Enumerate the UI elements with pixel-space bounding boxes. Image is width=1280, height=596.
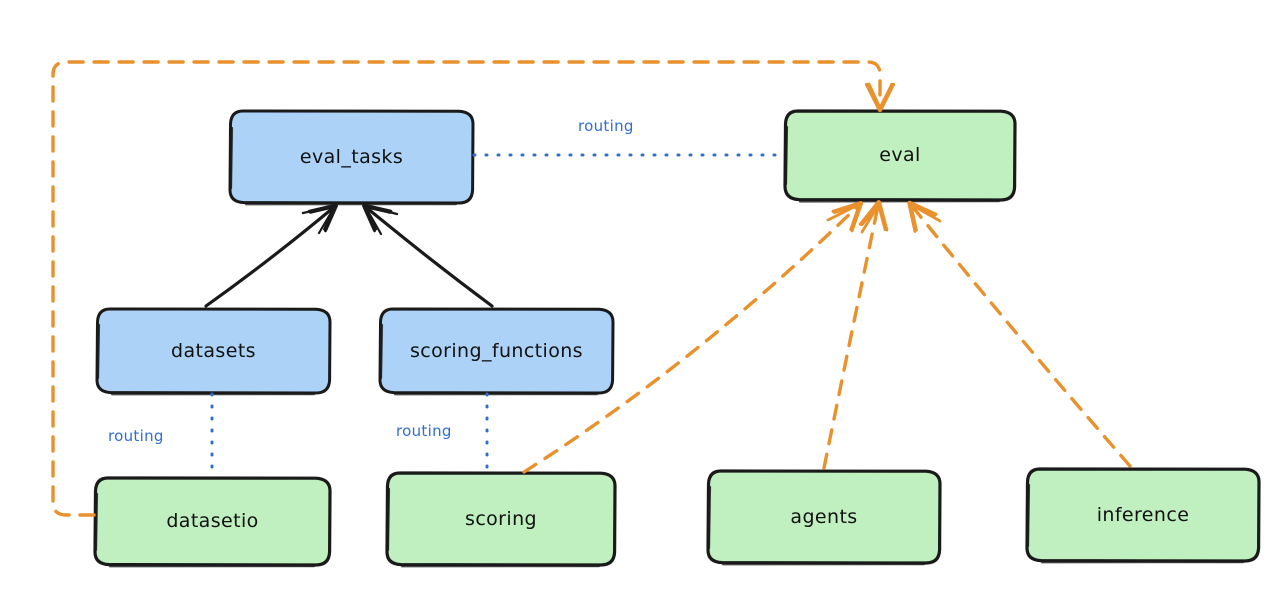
node-agents-shape xyxy=(706,469,942,565)
edge-datasetio-to-eval-line xyxy=(51,60,880,517)
node-datasetio[interactable] xyxy=(93,476,332,568)
edge-label-routing-scoring-functions-scoring: routing xyxy=(396,422,452,440)
edge-orange-arrow-sketch-1 xyxy=(826,202,862,222)
node-datasetio-shape xyxy=(93,476,332,567)
node-datasets[interactable] xyxy=(95,307,332,396)
edge-datasetio-to-eval xyxy=(51,60,882,517)
node-agents[interactable] xyxy=(706,469,942,566)
edge-arrow-sketch-2 xyxy=(317,204,337,235)
node-eval-tasks[interactable] xyxy=(228,109,475,206)
node-scoring-shape xyxy=(385,471,617,567)
node-scoring-functions-shape xyxy=(378,307,615,395)
edge-arrow-sketch-1 xyxy=(301,204,337,215)
edge-inference-to-eval-line xyxy=(912,206,1132,468)
edge-label-routing-datasets-datasetio: routing xyxy=(108,427,164,445)
node-datasets-shape xyxy=(95,307,332,395)
edge-agents-to-eval xyxy=(822,202,881,470)
edge-scoring-functions-to-eval-tasks-line xyxy=(367,208,494,308)
node-inference[interactable] xyxy=(1025,467,1261,564)
edge-arrow-sketch-3 xyxy=(363,204,399,216)
node-datasetio-sketch xyxy=(94,492,99,552)
edge-datasets-to-eval-tasks-line xyxy=(204,208,333,308)
node-agents-sketch xyxy=(707,485,712,550)
edge-scoring-to-eval-line xyxy=(522,206,858,474)
node-scoring-sketch xyxy=(386,487,391,552)
node-eval-tasks-shape xyxy=(228,109,475,205)
node-eval-tasks-sketch xyxy=(229,126,234,190)
node-eval-sketch xyxy=(784,125,789,186)
node-inference-shape xyxy=(1025,467,1261,563)
edge-label-routing-eval-tasks-eval: routing xyxy=(578,117,634,135)
edge-scoring-to-eval xyxy=(522,202,862,474)
edge-orange-arrow-sketch-3 xyxy=(908,202,942,223)
edge-orange-arrow-sketch-0 xyxy=(867,82,882,110)
edge-orange-arrow-sketch-2 xyxy=(860,202,881,234)
node-scoring-functions[interactable] xyxy=(378,307,615,396)
node-eval[interactable] xyxy=(783,109,1017,203)
edge-datasets-to-eval-tasks xyxy=(204,204,337,308)
node-scoring[interactable] xyxy=(385,471,617,568)
node-scoring-functions-sketch xyxy=(379,323,384,380)
node-inference-sketch xyxy=(1026,483,1031,548)
node-eval-shape xyxy=(783,109,1017,202)
node-datasets-sketch xyxy=(96,323,101,380)
edge-scoring-functions-to-eval-tasks xyxy=(363,204,494,308)
edge-arrow-sketch-4 xyxy=(363,204,383,236)
edge-inference-to-eval xyxy=(908,202,1132,468)
edge-agents-to-eval-line xyxy=(822,206,878,470)
